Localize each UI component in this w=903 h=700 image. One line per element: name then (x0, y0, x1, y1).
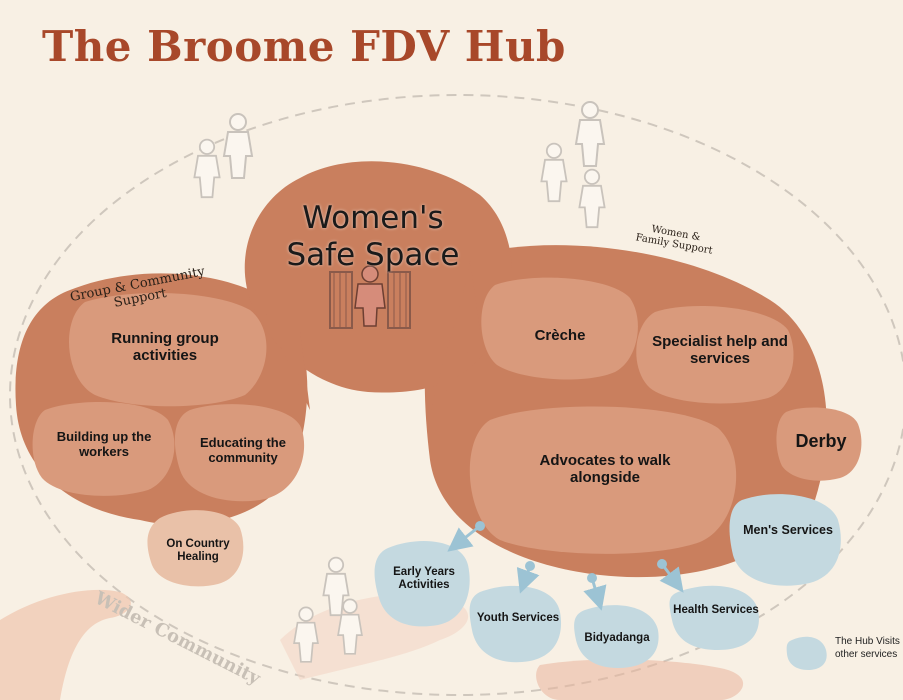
legend-swatch (786, 636, 827, 670)
legend-text: The Hub Visits other services (835, 636, 900, 660)
running-group-blob (68, 292, 267, 407)
on-country-healing-blob (147, 510, 244, 587)
family-figures-top-right (540, 101, 606, 229)
specialist-help-label: Specialist help and services (652, 333, 788, 368)
center-blob (244, 161, 512, 393)
hand-left-decoration (0, 589, 131, 700)
mens-services-blob (729, 494, 841, 586)
building-workers-label: Building up the workers (56, 429, 152, 459)
page-title: The Broome FDV Hub (42, 22, 566, 71)
youth-services-label: Youth Services (476, 612, 560, 624)
youth-services-blob (469, 585, 562, 663)
family-figures-top-left (193, 113, 253, 199)
advocates-blob (469, 406, 737, 554)
outreach-arrows (447, 521, 684, 611)
derby-label: Derby (795, 431, 847, 451)
mens-services-label: Men's Services (743, 523, 833, 537)
educating-community-blob (174, 404, 305, 502)
creche-label: Crèche (534, 327, 586, 344)
early-years-blob (374, 541, 470, 627)
building-workers-blob (32, 401, 175, 496)
health-services-label: Health Services (673, 604, 759, 616)
creche-blob (481, 277, 638, 380)
early-years-label: Early Years Activities (393, 566, 455, 592)
womens-safe-space-label: Women's Safe Space (286, 200, 460, 274)
bridge-left (255, 290, 310, 410)
advocates-label: Advocates to walk alongside (539, 452, 671, 487)
health-services-blob (669, 585, 759, 650)
educating-community-label: Educating the community (200, 435, 286, 465)
on-country-healing-label: On Country Healing (166, 538, 230, 564)
specialist-help-blob (636, 306, 794, 404)
running-group-label: Running group activities (111, 330, 219, 365)
bidyadanga-blob (574, 605, 659, 668)
bidyadanga-label: Bidyadanga (584, 632, 650, 644)
woman-in-doorway-icon (329, 265, 411, 329)
derby-blob (776, 407, 862, 481)
bridge-right (430, 260, 480, 420)
hand-right-decoration (536, 659, 744, 700)
